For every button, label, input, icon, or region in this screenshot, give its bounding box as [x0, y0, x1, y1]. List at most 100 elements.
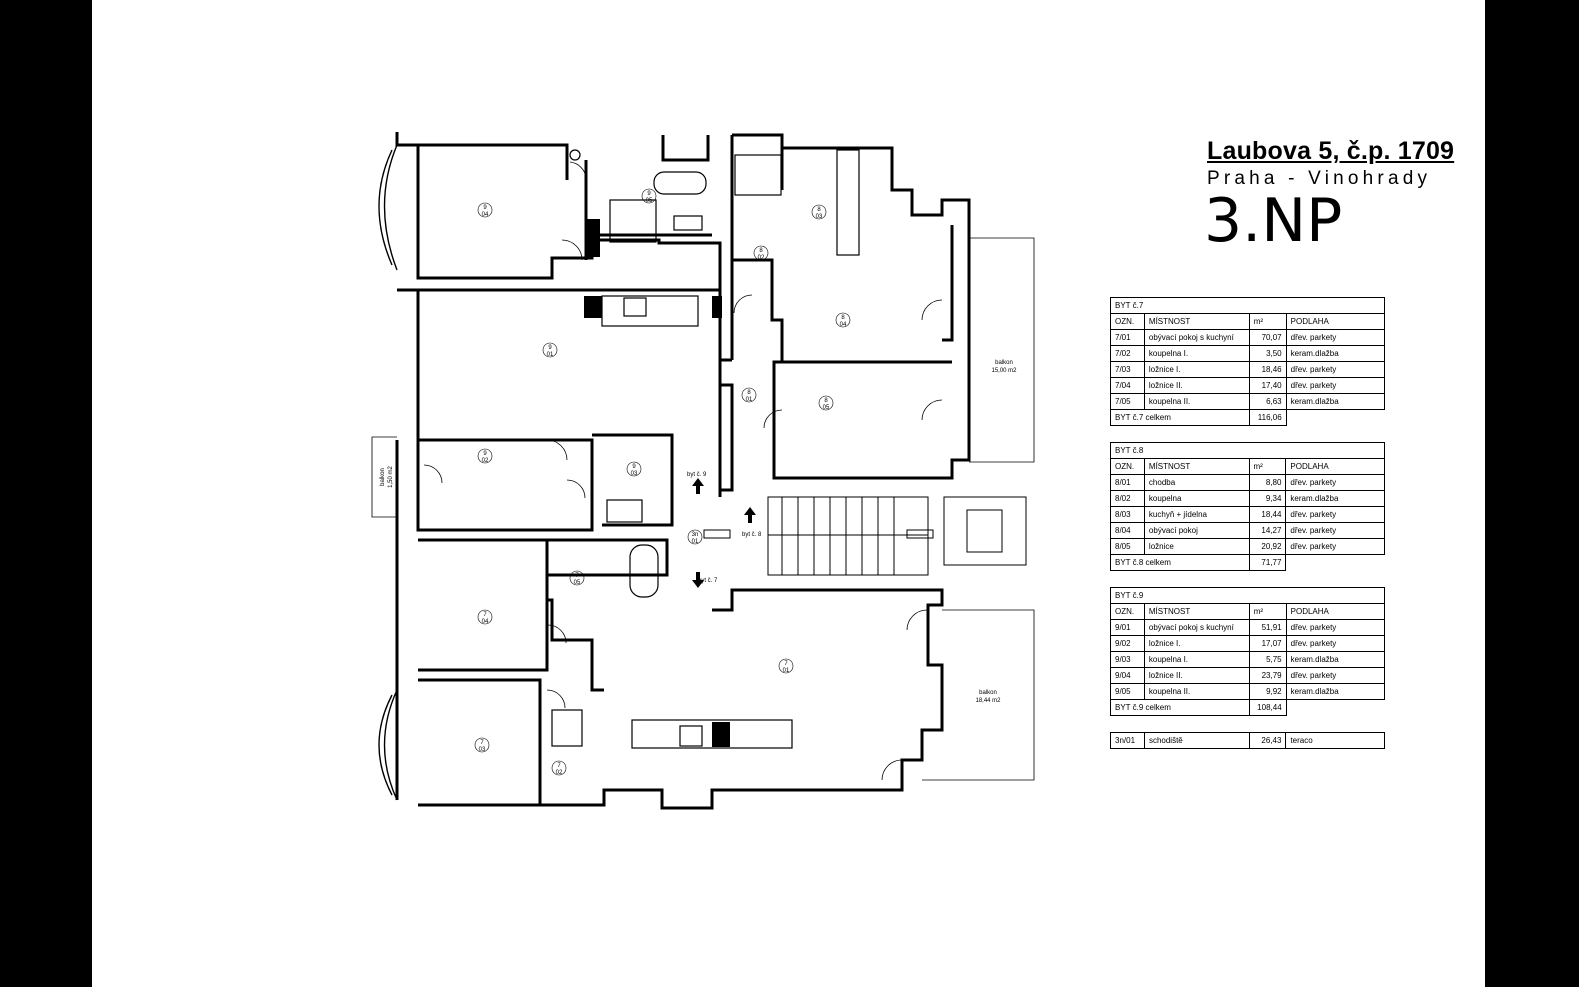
room-tags: 904 905 901 902 903 803 802 804 801 805 …: [474, 188, 851, 776]
svg-text:01: 01: [746, 397, 753, 403]
col-header: m²: [1248, 603, 1287, 620]
room-tag: 702: [551, 760, 567, 776]
svg-text:04: 04: [482, 619, 489, 625]
page-subtitle: Praha - Vinohrady: [1207, 168, 1432, 189]
svg-text:7: 7: [575, 573, 579, 579]
table-title: BYT č.7: [1110, 297, 1385, 314]
svg-text:8: 8: [759, 248, 763, 254]
balcony-name: balkon: [995, 360, 1013, 366]
floor-plan: 904 905 901 902 903 803 802 804 801 805 …: [371, 132, 1035, 810]
balcony-area: 1,50 m2: [388, 466, 394, 488]
room-tag: 801: [741, 387, 757, 403]
svg-text:01: 01: [547, 352, 554, 358]
balcony-outlines: [371, 237, 1035, 781]
svg-text:02: 02: [482, 458, 489, 464]
room-tag: 705: [569, 570, 585, 586]
svg-text:3n: 3n: [692, 532, 699, 538]
svg-text:03: 03: [479, 747, 486, 753]
entry-arrows: [692, 478, 756, 588]
col-header: OZN.: [1110, 603, 1145, 620]
room-tag: 701: [778, 658, 794, 674]
svg-text:8: 8: [824, 398, 828, 404]
room-tag: 905: [641, 188, 657, 204]
room-tag: 904: [477, 202, 493, 218]
room-tag: 703: [474, 737, 490, 753]
entry-label: byt č. 7: [698, 578, 718, 584]
col-header: PODLAHA: [1285, 603, 1386, 620]
table-title: BYT č.8: [1110, 442, 1385, 459]
table-title: BYT č.9: [1110, 587, 1385, 604]
entry-labels: byt č. 9 byt č. 8 byt č. 7: [687, 472, 762, 584]
svg-text:9: 9: [548, 345, 552, 351]
svg-text:02: 02: [758, 255, 765, 261]
room-tag: 704: [477, 609, 493, 625]
col-header: OZN.: [1110, 458, 1145, 475]
svg-text:01: 01: [692, 539, 699, 545]
svg-text:05: 05: [646, 198, 653, 204]
entry-label: byt č. 9: [687, 472, 707, 478]
col-header: m²: [1248, 458, 1287, 475]
svg-text:05: 05: [574, 580, 581, 586]
balcony-area: 15,00 m2: [991, 368, 1017, 374]
svg-text:7: 7: [557, 763, 561, 769]
entry-label: byt č. 8: [742, 532, 762, 538]
svg-text:02: 02: [556, 770, 563, 776]
svg-text:05: 05: [823, 405, 830, 411]
col-header: PODLAHA: [1285, 458, 1385, 475]
svg-text:8: 8: [841, 315, 845, 321]
col-header: MÍSTNOST: [1143, 458, 1250, 475]
room-tag: 804: [835, 312, 851, 328]
balcony-labels: balkon 15,00 m2 balkon 18,44 m2 balkon 1…: [380, 360, 1017, 704]
room-tag: 902: [477, 448, 493, 464]
page-title: Laubova 5, č.p. 1709: [1207, 137, 1455, 165]
svg-text:04: 04: [840, 322, 847, 328]
col-header: PODLAHA: [1285, 313, 1386, 330]
col-header: m²: [1248, 313, 1287, 330]
svg-text:03: 03: [816, 214, 823, 220]
balcony-name: balkon: [380, 468, 386, 486]
svg-text:8: 8: [817, 207, 821, 213]
col-header: OZN.: [1110, 313, 1145, 330]
svg-text:9: 9: [483, 451, 487, 457]
svg-text:7: 7: [480, 740, 484, 746]
door-swings: [423, 161, 943, 781]
room-tag: 802: [753, 245, 769, 261]
staircase: [703, 496, 1027, 576]
svg-text:8: 8: [747, 390, 751, 396]
room-tag: 803: [811, 204, 827, 220]
bay-windows: [378, 144, 398, 801]
svg-text:9: 9: [483, 205, 487, 211]
svg-text:04: 04: [482, 212, 489, 218]
room-tag: 901: [542, 342, 558, 358]
svg-text:9: 9: [632, 464, 636, 470]
plan-walls: [395, 132, 971, 810]
svg-text:7: 7: [483, 612, 487, 618]
svg-text:9: 9: [647, 191, 651, 197]
svg-text:7: 7: [784, 661, 788, 667]
plan-solid-blocks: [584, 219, 730, 747]
